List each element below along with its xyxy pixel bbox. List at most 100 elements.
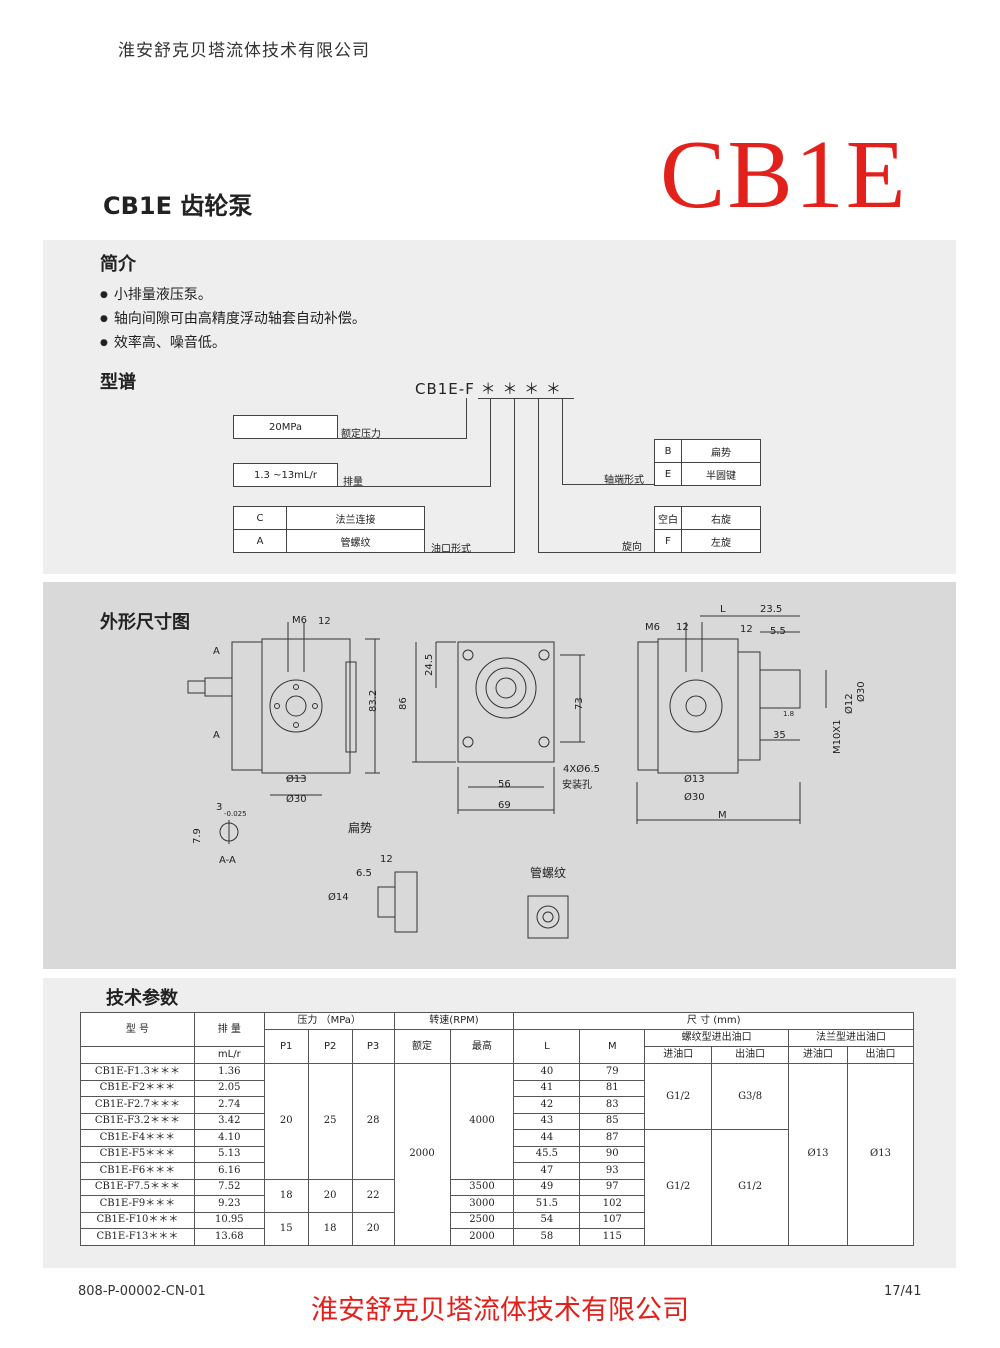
flange-in-cell: Ø13 [788, 1063, 848, 1246]
row-M: 97 [579, 1178, 646, 1196]
hdr-L: L [513, 1029, 581, 1064]
max-speed-cell: 3500 [449, 1178, 515, 1196]
row-model: CB1E-F4＊＊＊ [80, 1129, 195, 1147]
thread-out-cell: G1/2 [711, 1129, 790, 1246]
p2-cell: 20 [307, 1178, 353, 1213]
spec-table: 型 号 排 量 压力 （MPa） 转速(RPM) 尺 寸 (mm) P1 P2 … [80, 1012, 915, 1246]
port-code: A [256, 535, 264, 547]
row-M: 107 [579, 1211, 646, 1229]
hdr-in2: 进油口 [788, 1046, 848, 1064]
thread-in-cell: G1/2 [644, 1063, 713, 1130]
dim-label: 12 [318, 616, 331, 627]
row-M: 85 [579, 1112, 646, 1130]
dimension-drawing: M6 12 A A 83.2 Ø13 Ø30 86 24.5 73 56 69 … [187, 604, 867, 939]
document-code: 808-P-00002-CN-01 [78, 1284, 206, 1299]
p2-cell: 25 [307, 1063, 353, 1180]
hdr-p3: P3 [351, 1029, 395, 1064]
row-disp: 2.05 [193, 1079, 265, 1097]
row-L: 41 [513, 1079, 581, 1097]
row-M: 81 [579, 1079, 646, 1097]
shaft-code-cell: E [654, 462, 682, 486]
hdr-pressure: 压力 （MPa） [263, 1012, 395, 1030]
dimension-section [43, 582, 956, 969]
model-code-heading: 型谱 [100, 372, 136, 393]
row-model: CB1E-F10＊＊＊ [80, 1211, 195, 1229]
port-name: 法兰连接 [335, 514, 376, 526]
row-L: 42 [513, 1096, 581, 1114]
row-model: CB1E-F5＊＊＊ [80, 1145, 195, 1163]
dim-label: 5.5 [770, 626, 786, 637]
row-L: 47 [513, 1162, 581, 1180]
connector-line [538, 552, 654, 553]
row-disp: 7.52 [193, 1178, 265, 1196]
dim-label: Ø30 [684, 791, 705, 803]
dim-label: 35 [773, 730, 786, 741]
port-code-cell: A [233, 529, 287, 553]
dim-label: A-A [219, 855, 236, 866]
dim-label: 7.9 [192, 828, 203, 844]
port-code-cell: C [233, 506, 287, 530]
dim-label: 管螺纹 [530, 865, 566, 880]
p3-cell: 28 [351, 1063, 395, 1180]
hdr-M: M [579, 1029, 646, 1064]
intro-heading: 简介 [100, 254, 136, 275]
hdr-in: 进油口 [644, 1046, 713, 1064]
row-L: 43 [513, 1112, 581, 1130]
intro-bullet: 轴向间隙可由高精度浮动轴套自动补偿。 [100, 308, 366, 328]
dim-label: 86 [398, 697, 409, 710]
connector-line [490, 398, 491, 486]
max-speed-cell: 2000 [449, 1228, 515, 1246]
connector-line [538, 398, 539, 552]
dim-label: 12 [380, 854, 393, 865]
max-speed-cell: 2500 [449, 1211, 515, 1229]
row-M: 115 [579, 1228, 646, 1246]
p2-cell: 18 [307, 1211, 353, 1246]
shaft-name: 半圆键 [706, 470, 736, 482]
dim-label: A [213, 730, 220, 741]
hdr-p1: P1 [263, 1029, 309, 1064]
thread-out-cell: G3/8 [711, 1063, 790, 1130]
dim-label: 23.5 [760, 604, 782, 615]
dim-label: Ø30 [855, 681, 867, 702]
shaft-code-cell: B [654, 439, 682, 463]
dim-label: M10X1 [832, 719, 843, 754]
displacement-label: 排量 [343, 477, 363, 488]
rotation-name-cell: 左旋 [681, 529, 761, 553]
pressure-value: 20MPa [268, 421, 303, 433]
port-name-cell: 法兰连接 [286, 506, 425, 530]
p3-cell: 22 [351, 1178, 395, 1213]
dim-label: M [718, 810, 727, 821]
dim-label: L [720, 604, 726, 615]
hdr-max: 最高 [449, 1029, 515, 1064]
dim-label: 73 [574, 697, 585, 710]
row-disp: 6.16 [193, 1162, 265, 1180]
hdr-rated: 额定 [393, 1029, 451, 1064]
row-disp: 1.36 [193, 1063, 265, 1081]
code-underline [478, 398, 574, 399]
dim-label: M6 [292, 615, 307, 626]
row-M: 83 [579, 1096, 646, 1114]
row-disp: 5.13 [193, 1145, 265, 1163]
hdr-out2: 出油口 [846, 1046, 915, 1064]
dim-label: 1.8 [783, 710, 794, 718]
row-M: 90 [579, 1145, 646, 1163]
shaft-name-cell: 半圆键 [681, 462, 761, 486]
connector-line [514, 398, 515, 552]
model-big-title: CB1E [660, 121, 908, 229]
flange-out-cell: Ø13 [846, 1063, 915, 1246]
displacement-value-box: 1.3 ~13mL/r [233, 463, 338, 487]
p1-cell: 18 [263, 1178, 309, 1213]
row-L: 51.5 [513, 1195, 581, 1213]
hdr-p2: P2 [307, 1029, 353, 1064]
hdr-thread-port: 螺纹型进出油口 [644, 1029, 790, 1047]
row-L: 44 [513, 1129, 581, 1147]
rotation-name: 右旋 [711, 514, 731, 526]
dim-label: Ø30 [286, 793, 307, 805]
connector-line [425, 552, 515, 553]
hdr-size: 尺 寸 (mm) [513, 1012, 914, 1030]
rotation-code: F [665, 535, 671, 547]
rotation-code-cell: 空白 [654, 506, 682, 530]
dim-label: 安装孔 [562, 778, 592, 791]
dim-label: 83.2 [368, 690, 379, 712]
p1-cell: 20 [263, 1063, 309, 1180]
